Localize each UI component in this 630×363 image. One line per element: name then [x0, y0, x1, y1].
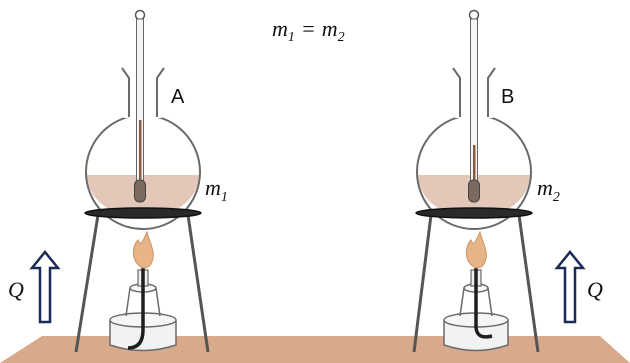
- heat-arrow-left: Q: [8, 250, 61, 324]
- flame-b: [465, 230, 487, 269]
- flask-a-neck: [121, 67, 165, 117]
- apparatus-b: B m2: [412, 9, 560, 353]
- flask-b-label: B: [501, 86, 514, 108]
- up-arrow-icon: [29, 250, 61, 324]
- tripod-leg-b-right: [517, 214, 540, 353]
- up-arrow-icon: [554, 250, 586, 324]
- heat-q-left: Q: [8, 277, 24, 302]
- wick-b: [474, 268, 493, 339]
- burner-b: [443, 230, 509, 352]
- wick-a: [127, 268, 145, 350]
- heat-arrow-right: Q: [554, 250, 603, 324]
- flask-a-label: A: [171, 86, 185, 108]
- apparatus-a: A m1: [74, 9, 228, 353]
- burner-a: [109, 230, 177, 352]
- tripod-leg-a-left: [74, 214, 100, 353]
- gauze-a: [84, 207, 202, 219]
- thermometer-b: [468, 9, 480, 203]
- gauze-b: [415, 207, 533, 219]
- tripod-leg-a-right: [186, 214, 210, 353]
- thermometer-a: [134, 9, 146, 203]
- tripod-leg-b-left: [412, 214, 433, 353]
- equation-label: m1=m2: [272, 16, 345, 45]
- flame-a: [132, 230, 154, 269]
- flask-b-neck: [452, 67, 496, 117]
- mass-m1-label: m1: [205, 175, 228, 205]
- heat-q-right: Q: [587, 277, 603, 302]
- mass-m2-label: m2: [537, 175, 560, 205]
